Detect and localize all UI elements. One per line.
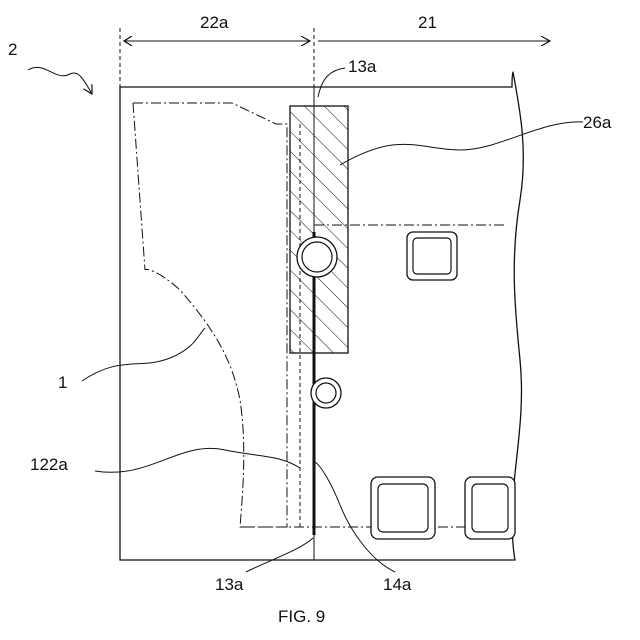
dimension-lines xyxy=(120,28,550,88)
pad-top xyxy=(407,232,457,280)
label-13a-bottom: 13a xyxy=(215,575,244,594)
pad-bottom-right xyxy=(465,477,515,539)
label-13a-top: 13a xyxy=(348,57,377,76)
leader-1 xyxy=(82,328,205,381)
label-outline-1: 1 xyxy=(58,373,67,392)
leader-26a xyxy=(340,122,583,165)
hole-upper xyxy=(297,237,337,277)
label-dim-22a: 22a xyxy=(200,13,229,32)
pad-bottom-left xyxy=(371,477,435,539)
leader-13a-top xyxy=(318,68,345,97)
leader-122a xyxy=(95,448,300,472)
label-26a: 26a xyxy=(583,113,612,132)
label-dim-21: 21 xyxy=(418,13,437,32)
hatched-member-26a xyxy=(290,106,348,353)
label-122a: 122a xyxy=(30,455,68,474)
leader-2 xyxy=(28,67,92,94)
leader-13a-bottom xyxy=(246,538,313,572)
label-14a: 14a xyxy=(383,575,412,594)
hole-lower xyxy=(311,378,341,408)
label-assembly-2: 2 xyxy=(8,40,17,59)
figure-caption: FIG. 9 xyxy=(278,607,325,626)
